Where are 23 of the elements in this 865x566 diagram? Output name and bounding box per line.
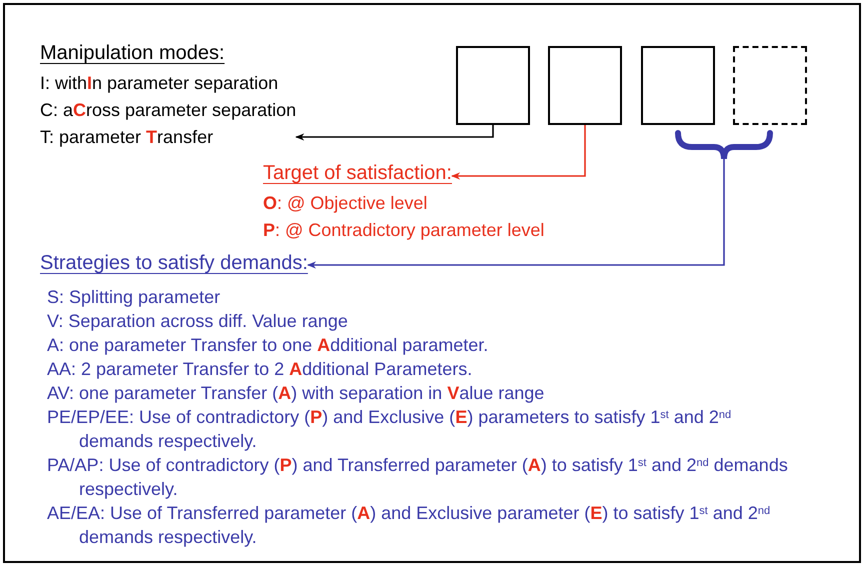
- strategy-definition: A: one parameter Transfer to one Additional parameter.: [47, 334, 490, 357]
- empty-box: [548, 46, 622, 125]
- heading: Strategies to satisfy demands:: [40, 251, 308, 276]
- empty-box: [456, 46, 530, 125]
- brace-arrow: [307, 130, 773, 269]
- dashed-box: [733, 46, 807, 125]
- mode-definition: I: withIn parameter separation: [40, 72, 278, 95]
- target-definition: P: @ Contradictory parameter level: [263, 219, 544, 242]
- arrow: [295, 125, 494, 141]
- target-definition: O: @ Objective level: [263, 192, 428, 215]
- strategy-definition: AA: 2 parameter Transfer to 2 Additional Parameters.: [47, 358, 474, 381]
- strategy-definition: S: Splitting parameter: [47, 286, 222, 309]
- mode-definition: T: parameter Transfer: [40, 126, 214, 149]
- strategy-definition: PE/EP/EE: Use of contradictory (P) and Exclusive (E) parameters to satisfy 1$^{st}$ and 2$^{nd}$ demands respectively.: [47, 406, 732, 453]
- empty-box: [641, 46, 715, 125]
- heading: Manipulation modes:: [40, 41, 225, 66]
- strategy-definition: AV: one parameter Transfer (A) with separation in Value range: [47, 382, 546, 405]
- heading: Target of satisfaction:: [263, 161, 452, 186]
- arrow: [451, 125, 586, 180]
- strategy-definition: AE/EA: Use of Transferred parameter (A) and Exclusive parameter (E) to satisfy 1$^{st}$ and 2$^{nd}$ demands respectively.: [47, 502, 772, 549]
- mode-definition: C: aCross parameter separation: [40, 99, 296, 122]
- strategy-definition: PA/AP: Use of contradictory (P) and Transferred parameter (A) to satisfy 1$^{st}$ and 2$^{nd}$ demands respectively.: [47, 454, 789, 501]
- strategy-definition: V: Separation across diff. Value range: [47, 310, 349, 333]
